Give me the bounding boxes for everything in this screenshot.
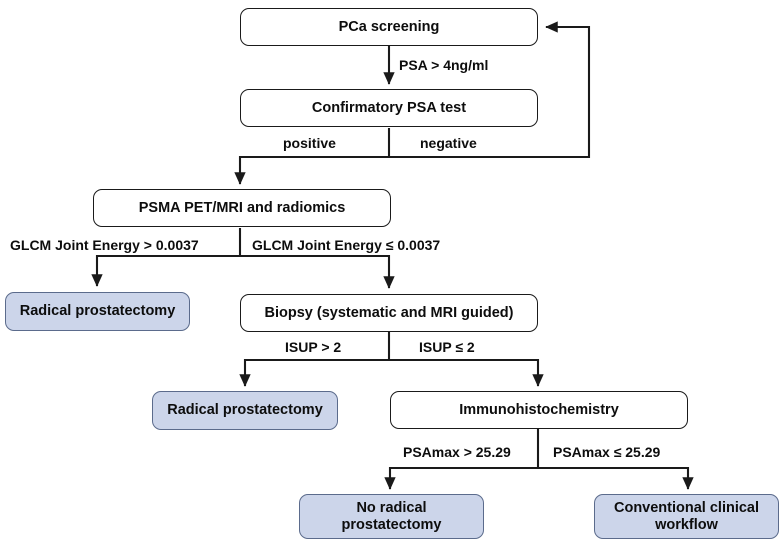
node-conventional-clinical-workflow[interactable]: Conventional clinical workflow	[594, 494, 779, 539]
edge-isup-low-branch	[389, 358, 544, 387]
node-psma-pet-mri-radiomics[interactable]: PSMA PET/MRI and radiomics	[93, 189, 391, 227]
node-confirmatory-psa-test[interactable]: Confirmatory PSA test	[240, 89, 538, 127]
node-pca-screening[interactable]: PCa screening	[240, 8, 538, 46]
edge-label-isup-low: ISUP ≤ 2	[419, 339, 475, 355]
edge-label-glcm-high: GLCM Joint Energy > 0.0037	[10, 237, 199, 253]
edge-label-negative: negative	[420, 135, 477, 151]
node-label-line-1: No radical	[356, 499, 427, 516]
edge-glcm-low-branch	[240, 254, 395, 289]
node-radical-prostatectomy-2[interactable]: Radical prostatectomy	[152, 391, 338, 430]
edge-psamax-high-branch	[384, 466, 538, 490]
edge-label-glcm-low: GLCM Joint Energy ≤ 0.0037	[252, 237, 441, 253]
edge-label-isup-high: ISUP > 2	[285, 339, 342, 355]
edge-label-psamax-low: PSAmax ≤ 25.29	[553, 444, 661, 460]
node-immunohistochemistry[interactable]: Immunohistochemistry	[390, 391, 688, 429]
edge-label-psa-threshold: PSA > 4ng/ml	[399, 57, 489, 73]
node-no-radical-prostatectomy[interactable]: No radical prostatectomy	[299, 494, 484, 539]
node-label-line-1: Conventional clinical	[613, 499, 760, 516]
edge-positive-branch	[234, 155, 389, 185]
edge-label-positive: positive	[283, 135, 336, 151]
edge-label-psamax-high: PSAmax > 25.29	[403, 444, 511, 460]
node-label-line-2: workflow	[655, 516, 718, 533]
node-label-line-2: prostatectomy	[341, 516, 442, 533]
node-radical-prostatectomy-1[interactable]: Radical prostatectomy	[5, 292, 190, 331]
node-biopsy[interactable]: Biopsy (systematic and MRI guided)	[240, 294, 538, 332]
edge-isup-high-branch	[239, 358, 389, 387]
edge-glcm-high-branch	[91, 254, 240, 287]
edge-psamax-low-branch	[538, 466, 694, 490]
